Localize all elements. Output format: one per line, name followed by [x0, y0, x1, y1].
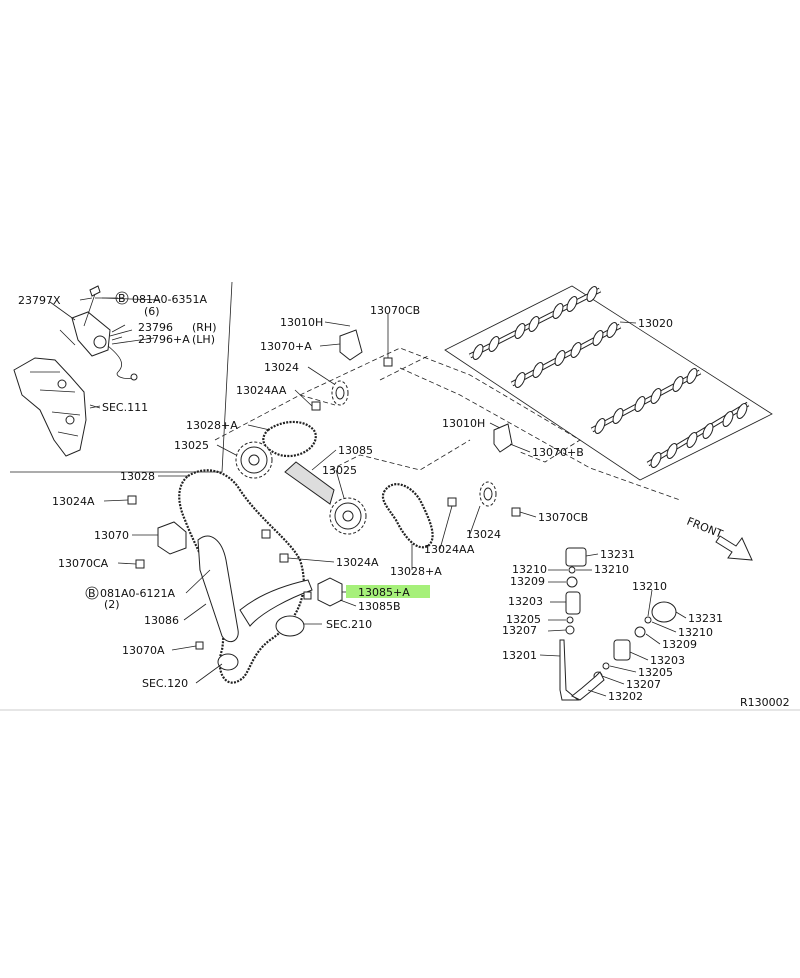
label-13210-c[interactable]: 13210	[632, 580, 667, 593]
highlight-13085a	[346, 585, 430, 598]
slack-guide-13086	[197, 535, 239, 643]
label-13207-right[interactable]: 13207	[626, 678, 661, 691]
label-13209-left[interactable]: 13209	[510, 575, 545, 588]
label-081a0-6121a[interactable]: 081A0-6121A	[100, 587, 175, 600]
b-marker-icon	[115, 291, 129, 305]
label-13070[interactable]: 13070	[94, 529, 129, 542]
crank-sprocket	[275, 615, 305, 637]
label-13203-left[interactable]: 13203	[508, 595, 543, 608]
label-13210-b[interactable]: 13210	[594, 563, 629, 576]
secondary-chain-left	[262, 420, 317, 458]
leader-lines	[79, 297, 687, 697]
label-rh: (RH)	[192, 321, 217, 334]
label-13028a-left[interactable]: 13028+A	[186, 419, 238, 432]
b-marker-text-1: B	[118, 292, 126, 305]
label-23797x[interactable]: 23797X	[18, 294, 61, 307]
label-13025-left[interactable]: 13025	[174, 439, 209, 452]
label-081a0-6351a[interactable]: 081A0-6351A	[132, 293, 207, 306]
tension-guide	[239, 579, 313, 627]
b-marker-text-2: B	[88, 587, 96, 600]
valve-assembly-left	[559, 547, 587, 701]
label-13085b[interactable]: 13085B	[358, 600, 401, 613]
label-13086[interactable]: 13086	[144, 614, 179, 627]
b-marker-icon-2	[85, 586, 99, 600]
label-13010h-left[interactable]: 13010H	[280, 316, 323, 329]
chain-guide-13085	[284, 461, 335, 505]
label-13203-right[interactable]: 13203	[650, 654, 685, 667]
upper-right-sprocket	[479, 481, 497, 507]
label-sec210[interactable]: SEC.210	[326, 618, 372, 631]
label-13025-right[interactable]: 13025	[322, 464, 357, 477]
part-labels: 23797X B 081A0-6351A (6) 23796 (RH) 2379…	[18, 291, 790, 709]
primary-timing-chain	[178, 469, 305, 684]
camshaft-frame	[444, 285, 773, 481]
label-lh: (LH)	[192, 333, 215, 346]
label-13201[interactable]: 13201	[502, 649, 537, 662]
label-13209-right[interactable]: 13209	[662, 638, 697, 651]
label-13085[interactable]: 13085	[338, 444, 373, 457]
label-13028a-right[interactable]: 13028+A	[390, 565, 442, 578]
label-13070cb-top[interactable]: 13070CB	[370, 304, 420, 317]
label-13205-right[interactable]: 13205	[638, 666, 673, 679]
label-13020[interactable]: 13020	[638, 317, 673, 330]
label-13070b[interactable]: 13070+B	[532, 446, 584, 459]
camshaft-3	[590, 368, 702, 434]
label-13024a-left[interactable]: 13024A	[52, 495, 95, 508]
right-cam-sprocket	[329, 497, 367, 535]
label-23796a[interactable]: 23796+A	[138, 333, 190, 346]
valve-assembly-right	[571, 601, 677, 701]
front-arrow-icon	[715, 535, 753, 561]
tensioner-13085a	[317, 577, 343, 607]
label-13085a[interactable]: 13085+A	[358, 586, 410, 599]
label-13070ca[interactable]: 13070CA	[58, 557, 109, 570]
label-13210-a[interactable]: 13210	[512, 563, 547, 576]
left-cam-sprocket	[235, 441, 273, 479]
cam-position-sensor	[71, 311, 111, 357]
label-13205-left[interactable]: 13205	[506, 613, 541, 626]
label-13231-left[interactable]: 13231	[600, 548, 635, 561]
label-13010h-right[interactable]: 13010H	[442, 417, 485, 430]
label-13024-left[interactable]: 13024	[264, 361, 299, 374]
tensioner-13070	[157, 521, 187, 555]
label-13210-d[interactable]: 13210	[678, 626, 713, 639]
inset-border	[10, 281, 233, 473]
label-13024aa-left[interactable]: 13024AA	[236, 384, 287, 397]
camshaft-1	[468, 286, 602, 360]
label-sec120[interactable]: SEC.120	[142, 677, 188, 690]
crank-gear	[217, 653, 239, 671]
label-qty-2: (2)	[104, 598, 120, 611]
front-cover-bracket	[13, 357, 87, 457]
label-13024-right[interactable]: 13024	[466, 528, 501, 541]
tensioner-13010h-left	[339, 329, 363, 361]
label-13024a-right[interactable]: 13024A	[336, 556, 379, 569]
diagram-reference-code: R130002	[740, 696, 790, 709]
camshaft-2	[510, 322, 622, 388]
label-13202[interactable]: 13202	[608, 690, 643, 703]
label-23796[interactable]: 23796	[138, 321, 173, 334]
label-13024aa-right[interactable]: 13024AA	[424, 543, 475, 556]
label-13028[interactable]: 13028	[120, 470, 155, 483]
camshaft-4	[646, 401, 750, 468]
tensioner-13010h-right	[493, 423, 513, 453]
label-qty-6: (6)	[144, 305, 160, 318]
label-sec111[interactable]: SEC.111	[102, 401, 148, 414]
label-13070a-top[interactable]: 13070+A	[260, 340, 312, 353]
secondary-chain-right	[381, 483, 434, 549]
upper-left-sprocket	[331, 380, 349, 406]
label-13207-left[interactable]: 13207	[502, 624, 537, 637]
label-front: FRONT	[685, 515, 725, 541]
label-13070cb-right[interactable]: 13070CB	[538, 511, 588, 524]
camshaft-group	[444, 285, 773, 481]
label-13231-right[interactable]: 13231	[688, 612, 723, 625]
label-13070a-bottom[interactable]: 13070A	[122, 644, 165, 657]
